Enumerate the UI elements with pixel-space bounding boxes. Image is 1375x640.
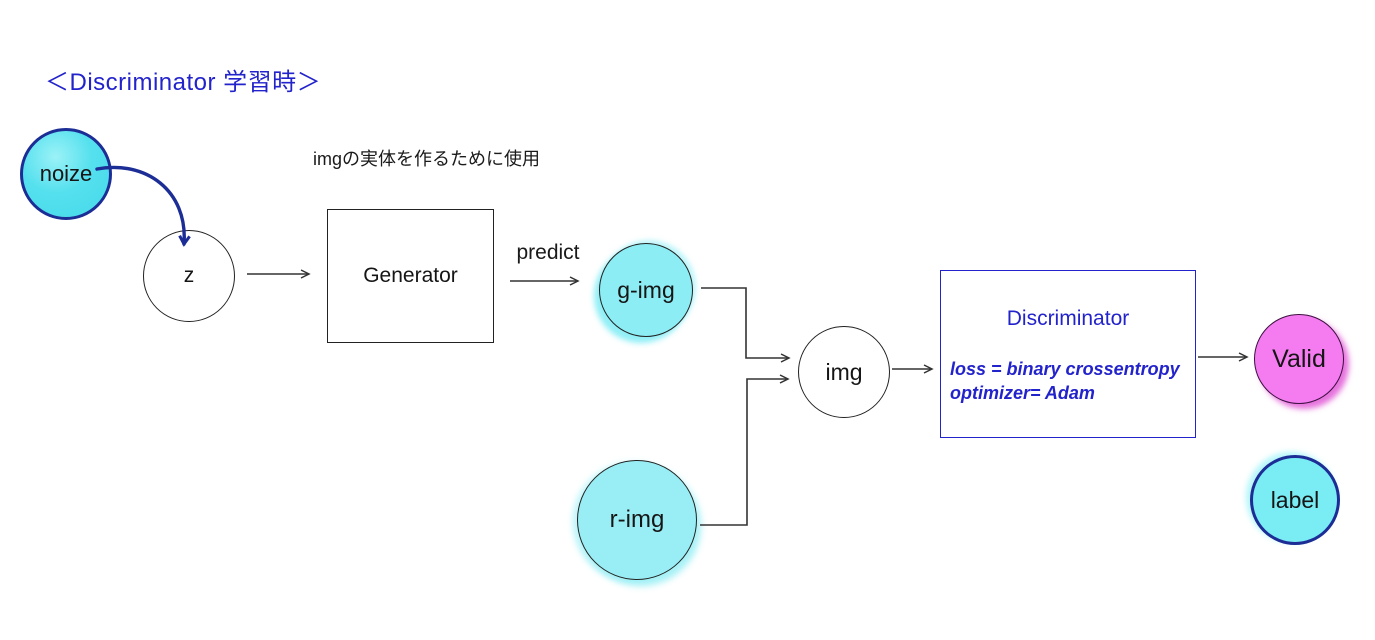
generator-note: imgの実体を作るために使用 [313, 149, 541, 169]
node-noize-label: noize [39, 161, 93, 186]
discriminator-title: Discriminator [1006, 307, 1130, 330]
node-generator: Generator [327, 209, 494, 343]
node-valid-label: Valid [1272, 344, 1326, 373]
discriminator-loss: loss = binary crossentropy [950, 359, 1180, 379]
node-g-img-label: g-img [617, 276, 675, 303]
node-r-img-label: r-img [609, 506, 665, 533]
diagram-title: ＜Discriminator 学習時＞ [45, 69, 322, 96]
discriminator-params: loss = binary crossentropy optimizer= Ad… [950, 357, 1180, 405]
node-img-label: img [825, 358, 863, 385]
node-z: z [143, 230, 235, 322]
node-noize: noize [20, 128, 112, 220]
wire-g-img-to-img [701, 287, 791, 363]
node-img: img [798, 326, 890, 418]
node-label: label [1250, 455, 1340, 545]
node-discriminator: Discriminator loss = binary crossentropy… [940, 270, 1196, 438]
discriminator-optimizer: optimizer= Adam [950, 383, 1095, 403]
node-z-label: z [183, 264, 195, 287]
node-valid: Valid [1254, 314, 1344, 404]
wire-r-img-to-img [700, 374, 790, 526]
predict-label: predict [516, 241, 580, 264]
node-generator-label: Generator [363, 264, 458, 287]
node-label-label: label [1270, 486, 1320, 513]
node-r-img: r-img [577, 460, 697, 580]
node-g-img: g-img [599, 243, 693, 337]
